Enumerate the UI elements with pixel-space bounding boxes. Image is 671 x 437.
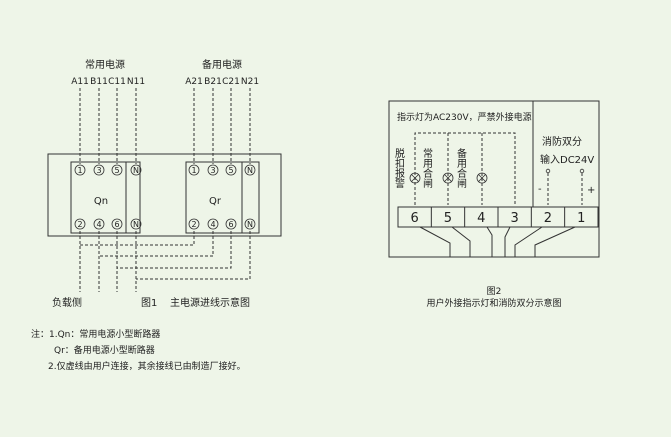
fig1-caption: 主电源进线示意图	[170, 296, 250, 309]
terminal-number: 3	[96, 166, 101, 175]
note-line-1: 注：1.Qn：常用电源小型断路器	[31, 328, 160, 340]
terminal-circle	[74, 218, 86, 230]
lamp-label: 脱扣报警	[393, 147, 405, 188]
phase-label: A11	[71, 77, 89, 87]
lamp-label: 备用合闸	[455, 147, 467, 189]
terminal-block-number: 1	[577, 211, 585, 226]
fire-title: 消防双分	[542, 135, 582, 148]
figure-2-indicator-and-fire-wiring: 指示灯为AC230V，严禁外接电源 脱扣报警 常用合闸 备用合闸 消防双分 输入DC…	[388, 100, 600, 309]
phase-label: C11	[108, 77, 126, 87]
fig2-caption: 用户外接指示灯和消防双分示意图	[426, 297, 561, 309]
terminal-block-number: 3	[510, 211, 518, 226]
terminal-circle	[207, 164, 219, 176]
indicator-lamp-icon	[476, 172, 488, 184]
terminal-number: N	[247, 220, 253, 229]
terminal-circle	[207, 218, 219, 230]
notes: 注：1.Qn：常用电源小型断路器 Qr：备用电源小型断路器 2.仅虚线由用户连接…	[31, 328, 246, 372]
indicator-lamp-icon	[409, 172, 421, 184]
terminal-number: 2	[191, 220, 196, 229]
phase-label: A21	[185, 77, 203, 87]
qn-label: Qn	[94, 196, 108, 207]
phase-label: B21	[204, 77, 222, 87]
terminal-number: N	[133, 220, 139, 229]
terminal-number: 4	[210, 220, 215, 229]
fig2-number: 图2	[487, 286, 502, 297]
note-line-2: Qr：备用电源小型断路器	[54, 344, 155, 356]
terminal-circle	[188, 164, 200, 176]
user-dashed-crossover	[79, 231, 251, 292]
fire-plus: +	[587, 185, 595, 196]
terminal-number: 1	[191, 166, 196, 175]
indicator-lamp-icon	[442, 172, 454, 184]
terminal-number: N	[247, 166, 253, 175]
terminal-circle	[74, 164, 86, 176]
indicator-warning: 指示灯为AC230V，严禁外接电源	[397, 111, 532, 123]
terminal-circle	[130, 218, 142, 230]
terminal-circle	[111, 218, 123, 230]
load-side-label: 负载侧	[52, 296, 82, 309]
terminal-number: 6	[114, 220, 119, 229]
terminal-circle	[111, 164, 123, 176]
phase-label: B11	[90, 77, 108, 87]
terminal-number: N	[133, 166, 139, 175]
terminal-circle	[93, 164, 105, 176]
terminal-number: 5	[114, 166, 119, 175]
phase-label: C21	[222, 77, 240, 87]
terminal-block-number: 6	[410, 211, 418, 226]
terminal-circle	[130, 164, 142, 176]
terminal-number: 5	[228, 166, 233, 175]
terminal-circle	[188, 218, 200, 230]
backup-source-label: 备用电源	[202, 58, 242, 71]
terminal-number: 3	[210, 166, 215, 175]
fire-minus: -	[538, 184, 542, 195]
terminal-number: 4	[96, 220, 101, 229]
phase-label: N11	[127, 77, 145, 87]
terminal-circle	[225, 218, 237, 230]
terminal-circle	[225, 164, 237, 176]
normal-source-label: 常用电源	[85, 58, 125, 71]
fig1-number: 图1	[141, 297, 157, 309]
note-line-3: 2.仅虚线由用户连接，其余接线已由制造厂接好。	[48, 360, 246, 372]
terminal-block-number: 5	[444, 211, 452, 226]
qr-label: Qr	[209, 196, 222, 207]
terminal-number: 6	[228, 220, 233, 229]
lamp-label: 常用合闸	[421, 147, 433, 189]
terminal-block-number: 4	[477, 211, 485, 226]
switch-outline	[47, 153, 282, 237]
phase-label: N21	[241, 77, 259, 87]
fire-input: 输入DC24V	[540, 153, 594, 166]
terminal-block-number: 2	[544, 211, 552, 226]
terminal-number: 2	[77, 220, 82, 229]
terminal-circle	[244, 218, 256, 230]
terminal-circle	[93, 218, 105, 230]
terminal-number: 1	[77, 166, 82, 175]
terminal-circle	[244, 164, 256, 176]
